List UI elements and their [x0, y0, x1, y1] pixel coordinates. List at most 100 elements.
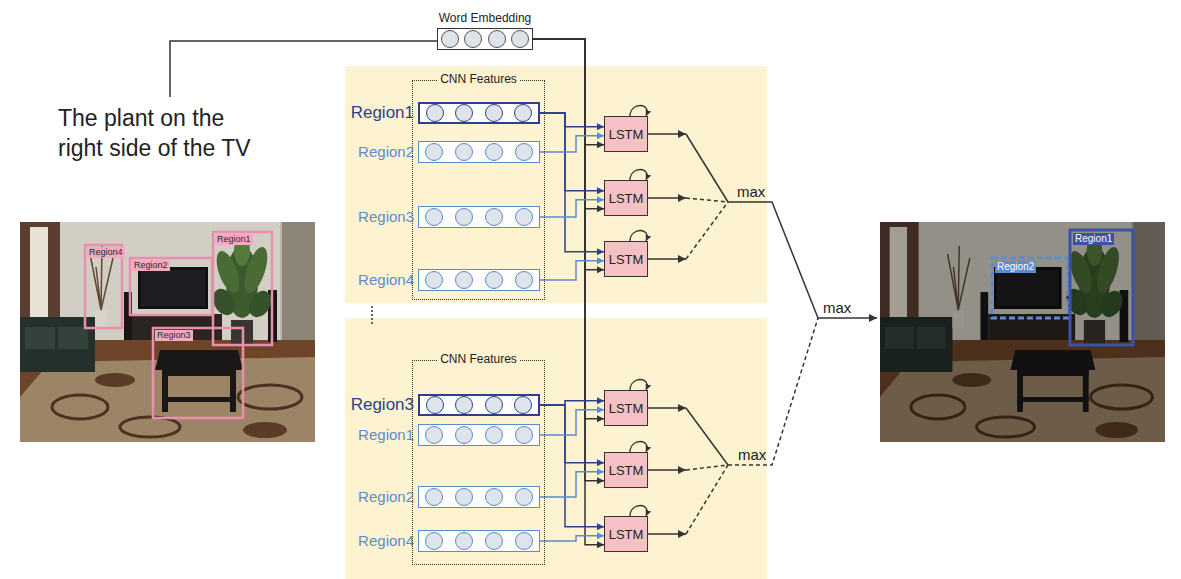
- feature-cell: [485, 104, 503, 122]
- lstm-box: LSTM: [604, 452, 648, 488]
- art-path: [630, 442, 647, 453]
- art-path: [686, 465, 728, 470]
- max-label: max: [738, 446, 766, 463]
- art-path: [648, 407, 686, 409]
- feature-cell: [426, 104, 444, 122]
- lstm-box: LSTM: [604, 116, 648, 152]
- feature-cell: [426, 396, 444, 414]
- region-feature: Region2: [358, 486, 540, 508]
- feature-cell: [455, 532, 473, 550]
- node-label: Region4: [358, 532, 414, 549]
- art-path: [648, 133, 686, 135]
- art-path: [686, 465, 728, 534]
- connector: [540, 261, 604, 280]
- node-label: CNN Features: [437, 72, 520, 86]
- region-feature: Region1: [358, 424, 540, 446]
- feature-cell: [441, 30, 459, 48]
- region-tag: Region3: [155, 330, 193, 341]
- vector-box: [418, 394, 540, 416]
- node-label: LSTM: [609, 401, 644, 416]
- art-path: [728, 202, 818, 318]
- feature-cell: [485, 208, 503, 226]
- region-feature: Region2: [358, 141, 540, 163]
- connector: [540, 405, 604, 527]
- vector-box: [418, 102, 540, 124]
- feature-cell: [515, 488, 533, 506]
- node-label: Word Embedding: [439, 11, 532, 25]
- connector: [540, 410, 604, 435]
- input-photo: [20, 222, 315, 442]
- vector-box: [418, 141, 540, 163]
- region-feature: Region1: [351, 102, 540, 124]
- art-path: [648, 469, 686, 471]
- feature-cell: [455, 271, 473, 289]
- feature-cell: [455, 104, 473, 122]
- connector: [540, 536, 604, 541]
- lstm-box: LSTM: [604, 516, 648, 552]
- connector: [540, 113, 604, 252]
- connector: [540, 113, 604, 127]
- feature-cell: [515, 426, 533, 444]
- node-label: LSTM: [609, 191, 644, 206]
- node-label: LSTM: [609, 127, 644, 142]
- region-tag: Region2: [132, 260, 170, 271]
- art-path: [630, 506, 647, 517]
- node-label: Region2: [358, 488, 414, 505]
- art-path: [686, 134, 728, 202]
- art-path: [630, 170, 647, 181]
- node-label: Region1: [358, 426, 414, 443]
- feature-cell: [455, 208, 473, 226]
- embedding-vector: Word Embedding: [430, 11, 540, 50]
- feature-cell: [425, 488, 443, 506]
- connector: [533, 39, 604, 481]
- art-path: [630, 380, 647, 391]
- feature-cell: [514, 104, 532, 122]
- max-label: max: [737, 183, 765, 200]
- result-box: [1070, 230, 1133, 345]
- panel-top: [345, 66, 767, 303]
- feature-cell: [485, 488, 503, 506]
- feature-cell: [485, 271, 503, 289]
- connector: [540, 200, 604, 217]
- context-box: [992, 258, 1068, 318]
- art-path: [686, 202, 728, 259]
- node-label: LSTM: [609, 252, 644, 267]
- connector: [533, 39, 604, 209]
- vector-box: [418, 269, 540, 291]
- art-path: [728, 318, 818, 465]
- feature-cell: [455, 426, 473, 444]
- feature-cell: [515, 532, 533, 550]
- feature-group: CNN FeaturesRegion1Region2Region3Region4: [412, 80, 545, 300]
- feature-cell: [485, 396, 503, 414]
- photo-dim: [880, 222, 1165, 442]
- feature-cell: [425, 143, 443, 161]
- vector-box: [418, 206, 540, 228]
- node-label: Region1: [351, 103, 414, 123]
- connector: [540, 136, 604, 152]
- region-feature: Region3: [351, 394, 540, 416]
- feature-cell: [425, 271, 443, 289]
- feature-cell: [485, 532, 503, 550]
- connector: [540, 472, 604, 497]
- art-path: [648, 533, 686, 535]
- query-line: [170, 41, 437, 97]
- node-label: LSTM: [609, 527, 644, 542]
- lstm-box: LSTM: [604, 241, 648, 277]
- feature-cell: [464, 30, 482, 48]
- lstm-outputs: [648, 134, 877, 534]
- art-rect: [130, 258, 212, 315]
- feature-cell: [514, 396, 532, 414]
- feature-cell: [485, 143, 503, 161]
- node-label: LSTM: [609, 463, 644, 478]
- ellipsis-dots: [371, 306, 373, 324]
- art-path: [686, 408, 728, 465]
- vector-box: [437, 28, 533, 50]
- node-label: CNN Features: [437, 352, 520, 366]
- region-boxes: [85, 232, 272, 418]
- vector-box: [418, 424, 540, 446]
- connector: [533, 39, 604, 145]
- feature-cell: [425, 532, 443, 550]
